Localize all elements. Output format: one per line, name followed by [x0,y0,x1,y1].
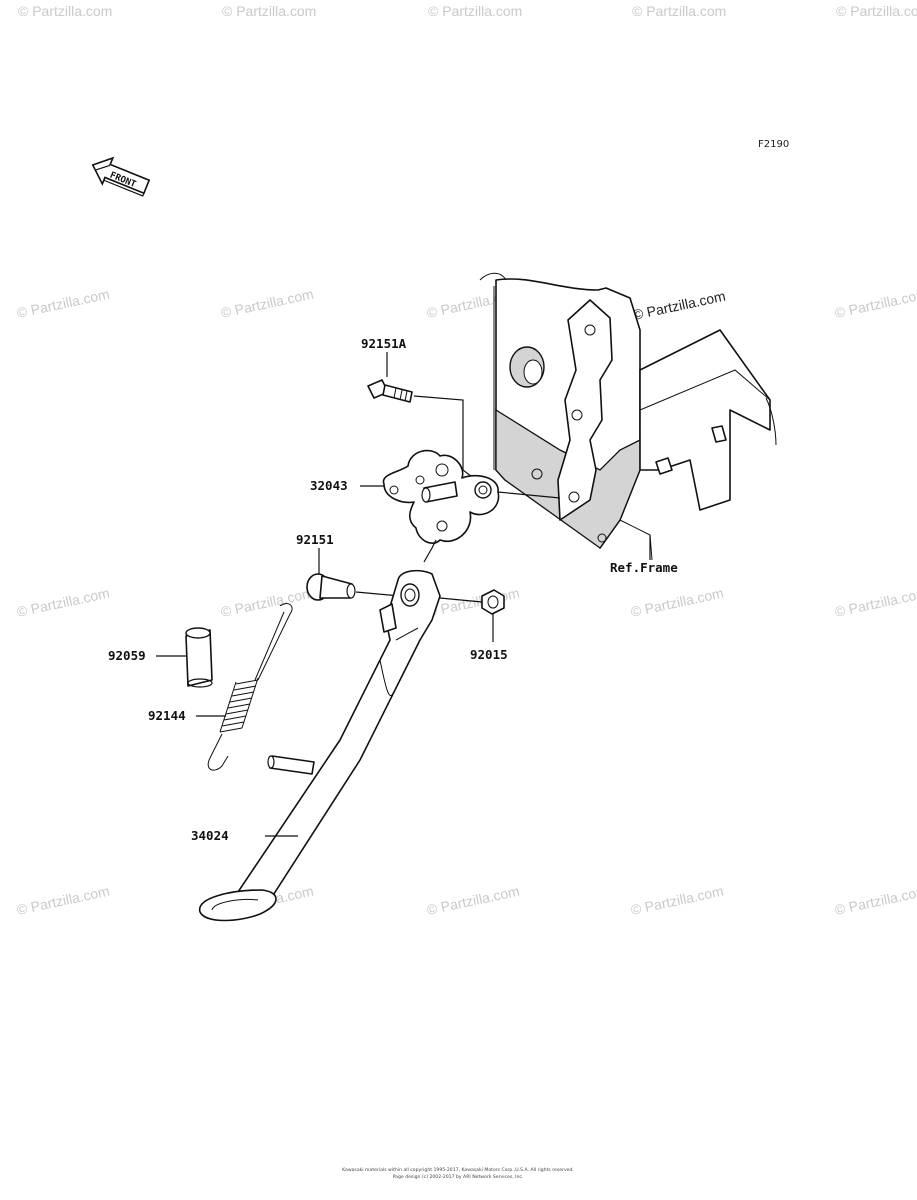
watermark: © Partzilla.com [428,3,522,19]
watermark-dark: © Partzilla.com [631,288,727,323]
leader-92151A-to-bracket [413,395,477,481]
nut-92015 [481,589,505,615]
watermark: © Partzilla.com [632,3,726,19]
watermark: © Partzilla.com [15,286,111,321]
label-92144: 92144 [148,708,186,723]
leader-bracket-to-frame [497,491,561,499]
label-ref-frame: Ref.Frame [610,560,678,575]
collar-92059 [185,627,213,688]
watermark: © Partzilla.com [219,585,315,620]
watermark: © Partzilla.com [15,883,111,918]
watermark: © Partzilla.com [222,3,316,19]
front-arrow-icon: FRONT [91,156,151,197]
label-92151: 92151 [296,532,334,547]
spring-92144 [207,603,293,771]
watermark: © Partzilla.com [425,585,521,620]
bolt-92151A [367,379,413,403]
frame-reference [479,272,777,561]
watermark: © Partzilla.com [219,286,315,321]
label-92151A: 92151A [361,336,407,351]
leader-stand-to-bracket [423,539,437,563]
bracket-32043 [382,449,500,544]
watermark: © Partzilla.com [425,883,521,918]
label-34024: 34024 [191,828,229,843]
leader-nut-to-stand [439,597,483,603]
watermark: © Partzilla.com [833,883,917,918]
label-92015: 92015 [470,647,508,662]
side-stand-34024 [199,569,441,922]
watermark: © Partzilla.com [629,585,725,620]
label-92059: 92059 [108,648,146,663]
label-32043: 32043 [310,478,348,493]
copyright-line-1: Kawasaki materials within all copyright … [342,1167,574,1173]
watermark: © Partzilla.com [629,883,725,918]
watermark: © Partzilla.com [836,3,917,19]
watermark: © Partzilla.com [833,585,917,620]
figure-code: F2190 [758,139,789,150]
watermark: © Partzilla.com [15,585,111,620]
copyright-line-2: Page design (c) 2002-2017 by ARI Network… [393,1174,524,1180]
watermark: © Partzilla.com [18,3,112,19]
pin [267,755,315,775]
bolt-92151 [306,573,356,601]
watermark: © Partzilla.com [833,286,917,321]
